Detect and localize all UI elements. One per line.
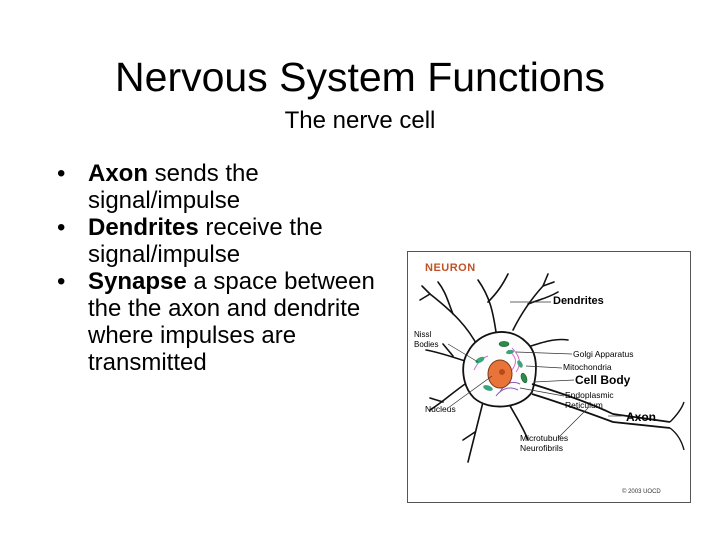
bullet-item-axon: • Axon sends the signal/impulse <box>57 160 402 214</box>
neuron-heading: NEURON <box>425 262 476 274</box>
bullet-item-dendrites: • Dendrites receive the signal/impulse <box>57 214 402 268</box>
bullet-term: Dendrites <box>88 214 199 241</box>
label-copyright: © 2003 UOCD <box>622 489 661 495</box>
label-endoplasmic-reticulum: Endoplasmic Reticulum <box>565 390 614 410</box>
bullet-text: receive the signal/impulse <box>88 214 323 268</box>
label-mitochondria: Mitochondria <box>563 362 612 372</box>
bullet-text: sends the signal/impulse <box>88 160 259 214</box>
bullet-dot: • <box>57 268 66 295</box>
label-nissl-bodies: Nissl Bodies <box>414 330 439 349</box>
bullet-text: a space between the the axon and dendrit… <box>88 268 375 376</box>
label-nucleus: Nucleus <box>425 404 456 414</box>
neuron-drawing <box>419 273 685 463</box>
slide-title: Nervous System Functions <box>115 54 605 100</box>
bullet-dot: • <box>57 214 66 241</box>
label-golgi-apparatus: Golgi Apparatus <box>573 349 634 359</box>
slide-subtitle: The nerve cell <box>284 107 436 134</box>
label-cell-body: Cell Body <box>575 373 631 387</box>
label-axon: Axon <box>626 410 656 424</box>
bullet-term: Axon <box>88 160 148 187</box>
bullet-dot: • <box>57 160 66 187</box>
label-microtubules: Microtubules Neurofibrils <box>520 433 569 453</box>
bullet-list: • Axon sends the signal/impulse • Dendri… <box>57 160 402 376</box>
bullet-item-synapse: • Synapse a space between the the axon a… <box>57 268 402 376</box>
neuron-diagram: NEURON Dendrites Nissl Bodies Golgi Appa… <box>407 251 691 503</box>
bullet-term: Synapse <box>88 268 187 295</box>
label-dendrites: Dendrites <box>553 295 604 307</box>
